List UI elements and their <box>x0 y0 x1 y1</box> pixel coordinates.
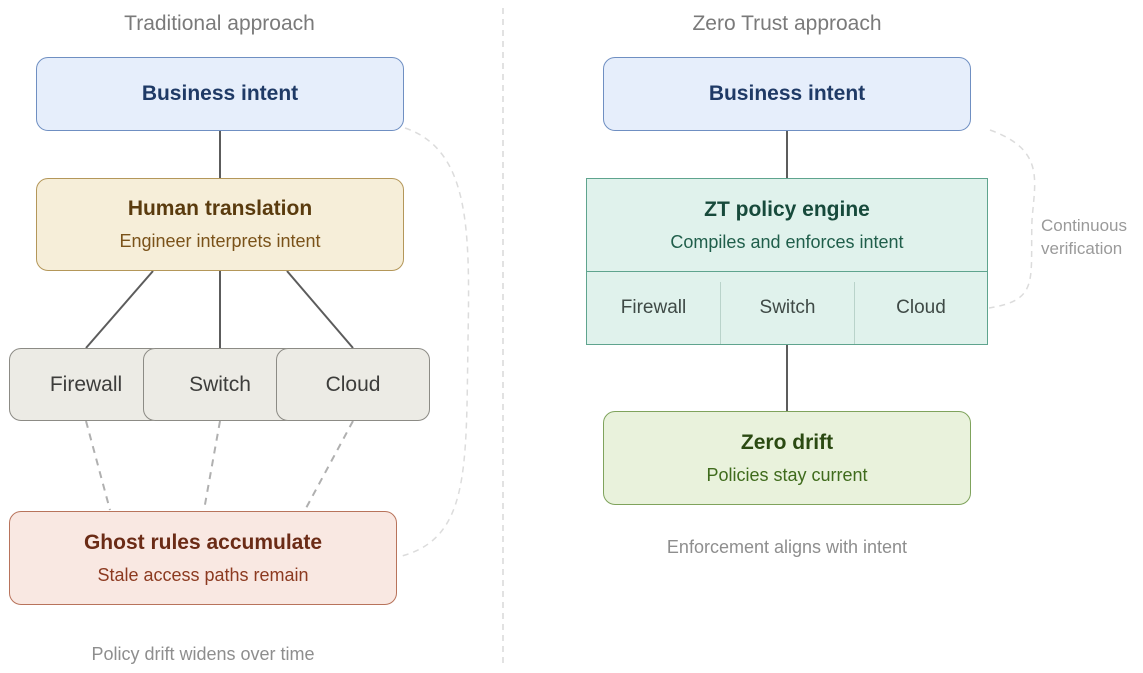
human-translation-subtitle: Engineer interprets intent <box>119 231 321 251</box>
left-business-intent-title: Business intent <box>141 82 299 105</box>
ghost-rules-title: Ghost rules accumulate <box>83 530 323 554</box>
left-device-switch-label: Switch <box>189 372 251 396</box>
zero-drift-subtitle: Policies stay current <box>706 464 868 485</box>
left-business-intent-box: Business intent <box>36 57 404 131</box>
continuous-verification-line1: Continuous <box>1041 216 1128 235</box>
zero-drift-title: Zero drift <box>740 430 834 454</box>
left-device-cloud-label: Cloud <box>325 372 381 396</box>
right-business-intent-title: Business intent <box>708 82 866 105</box>
device-separator-2 <box>854 282 855 344</box>
engine-divider <box>587 271 987 272</box>
drift-loop-curve <box>397 127 470 558</box>
zt-policy-engine-box: ZT policy engine Compiles and enforces i… <box>586 178 988 345</box>
verification-loop-curve <box>988 129 1036 309</box>
left-device-switch: Switch <box>143 348 297 421</box>
zt-policy-engine-title: ZT policy engine <box>704 198 870 221</box>
zero-drift-box: Zero drift Policies stay current <box>603 411 971 505</box>
connector-translation-cloud <box>286 270 354 349</box>
traditional-heading: Traditional approach <box>124 12 315 35</box>
right-business-intent-box: Business intent <box>603 57 971 131</box>
human-translation-box: Human translation Engineer interprets in… <box>36 178 404 271</box>
continuous-verification-line2: verification <box>1041 239 1123 258</box>
right-device-firewall: Firewall <box>587 272 720 344</box>
drift-line-switch <box>203 420 221 511</box>
ghost-rules-subtitle: Stale access paths remain <box>97 564 309 585</box>
continuous-verification-label: Continuous verification <box>1041 214 1141 260</box>
right-device-switch: Switch <box>721 272 854 344</box>
drift-line-cloud <box>304 420 354 511</box>
device-separator-1 <box>720 282 721 344</box>
zt-policy-engine-subtitle: Compiles and enforces intent <box>670 232 904 252</box>
drift-line-firewall <box>85 420 111 511</box>
left-footer-note: Policy drift widens over time <box>91 644 315 664</box>
right-footer-note: Enforcement aligns with intent <box>666 537 908 557</box>
left-device-firewall-label: Firewall <box>49 372 123 396</box>
zero-trust-heading: Zero Trust approach <box>692 12 882 35</box>
left-device-cloud: Cloud <box>276 348 430 421</box>
connector-translation-firewall <box>85 270 154 349</box>
left-device-firewall: Firewall <box>9 348 163 421</box>
human-translation-title: Human translation <box>127 197 313 220</box>
ghost-rules-box: Ghost rules accumulate Stale access path… <box>9 511 397 605</box>
right-device-cloud: Cloud <box>855 272 987 344</box>
